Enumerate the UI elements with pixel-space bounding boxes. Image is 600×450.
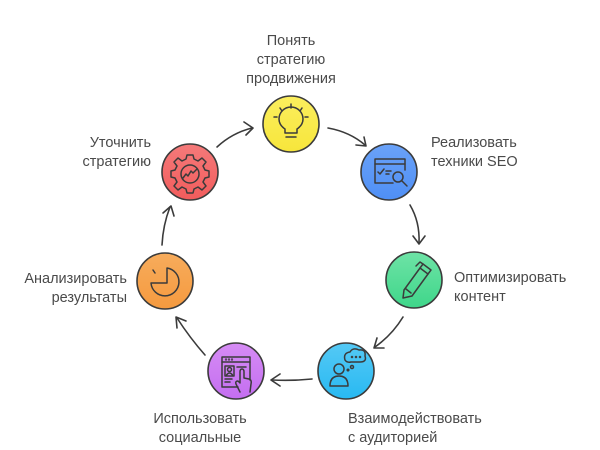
seo-search-window-icon bbox=[374, 158, 408, 187]
arrow-analyze-to-refine bbox=[161, 205, 175, 246]
node-use-social[interactable] bbox=[207, 342, 265, 400]
label-implement-seo: Реализовать техники SEO bbox=[431, 135, 518, 170]
social-profile-hand-icon bbox=[221, 356, 252, 393]
person-speech-bubble-icon bbox=[329, 348, 367, 387]
label-understand: Понять стратегию продвижения bbox=[246, 33, 336, 87]
node-optimize-content[interactable] bbox=[385, 251, 443, 309]
arrow-understand-to-seo bbox=[327, 127, 367, 147]
pen-icon bbox=[402, 261, 432, 299]
node-implement-seo[interactable] bbox=[360, 143, 418, 201]
node-understand[interactable] bbox=[262, 95, 320, 153]
node-refine-strategy[interactable] bbox=[161, 143, 219, 201]
arrow-refine-to-understand bbox=[216, 121, 254, 148]
label-engage-audience: Взаимодействовать с аудиторией bbox=[348, 411, 482, 446]
gear-chart-icon bbox=[170, 154, 210, 194]
arrow-audience-to-social bbox=[270, 373, 313, 387]
label-analyze-results: Анализировать результаты bbox=[24, 271, 127, 306]
node-engage-audience[interactable] bbox=[317, 342, 375, 400]
arrow-social-to-analyze bbox=[175, 316, 206, 356]
label-use-social: Использовать социальные bbox=[153, 411, 247, 446]
label-refine-strategy: Уточнить стратегию bbox=[82, 135, 151, 170]
lightbulb-icon bbox=[273, 103, 309, 138]
node-analyze-results[interactable] bbox=[136, 252, 194, 310]
label-optimize-content: Оптимизировать контент bbox=[454, 270, 567, 305]
arrow-content-to-audience bbox=[373, 316, 404, 349]
pie-chart-icon bbox=[150, 267, 180, 297]
arrow-seo-to-content bbox=[409, 204, 426, 245]
